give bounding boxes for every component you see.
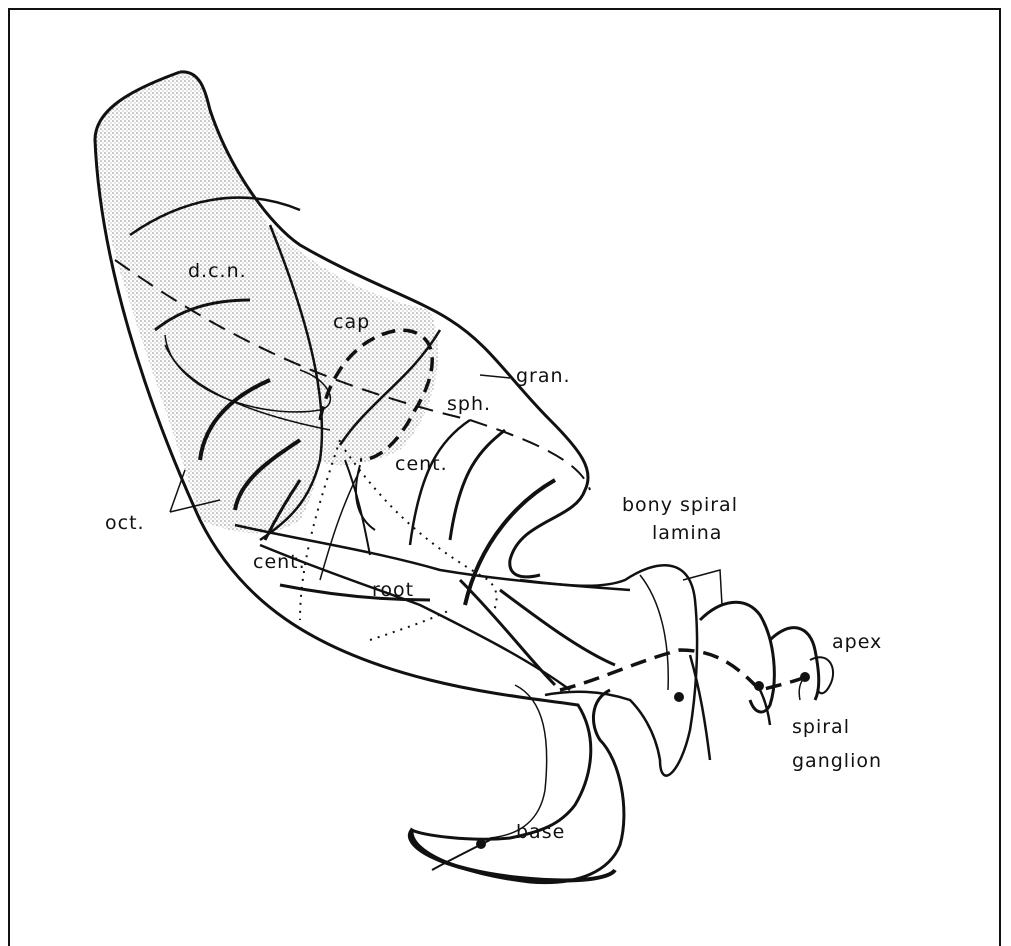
cent-fibre-2 bbox=[410, 420, 470, 545]
dcn-stippled-region bbox=[95, 72, 323, 533]
label-bony-line1: bony spiral bbox=[622, 494, 738, 516]
lamina-turn-apex bbox=[810, 657, 833, 693]
label-cap: cap bbox=[333, 311, 370, 333]
lamina-leader-1 bbox=[683, 570, 722, 605]
root-lower-edge bbox=[260, 545, 570, 690]
label-dcn: d.c.n. bbox=[188, 260, 247, 282]
stalk-inner-line bbox=[490, 685, 547, 838]
root-fibre-c bbox=[500, 590, 615, 665]
label-base: base bbox=[516, 821, 565, 843]
base-ganglion-dot bbox=[476, 839, 486, 849]
cent-fibre-5 bbox=[356, 465, 375, 530]
label-sph: sph. bbox=[447, 393, 491, 415]
label-ganglion-line1: spiral bbox=[792, 716, 850, 738]
label-gran: gran. bbox=[516, 365, 571, 387]
label-bony-line2: lamina bbox=[652, 522, 722, 544]
lamina-turn-3 bbox=[770, 628, 819, 700]
label-cent-lower: cent. bbox=[253, 551, 306, 573]
ganglion-dot-1 bbox=[674, 692, 684, 702]
bony-lamina-inner bbox=[640, 575, 668, 690]
gran-leader bbox=[480, 375, 510, 378]
label-ganglion-line2: ganglion bbox=[792, 750, 882, 772]
label-oct: oct. bbox=[105, 512, 145, 534]
cent-fibre-3 bbox=[450, 430, 505, 540]
label-root: root bbox=[372, 579, 414, 601]
label-cent-upper: cent. bbox=[395, 453, 448, 475]
ganglion-dot-2 bbox=[754, 681, 764, 691]
cent-fibre-4 bbox=[465, 480, 555, 605]
label-apex: apex bbox=[832, 631, 882, 653]
